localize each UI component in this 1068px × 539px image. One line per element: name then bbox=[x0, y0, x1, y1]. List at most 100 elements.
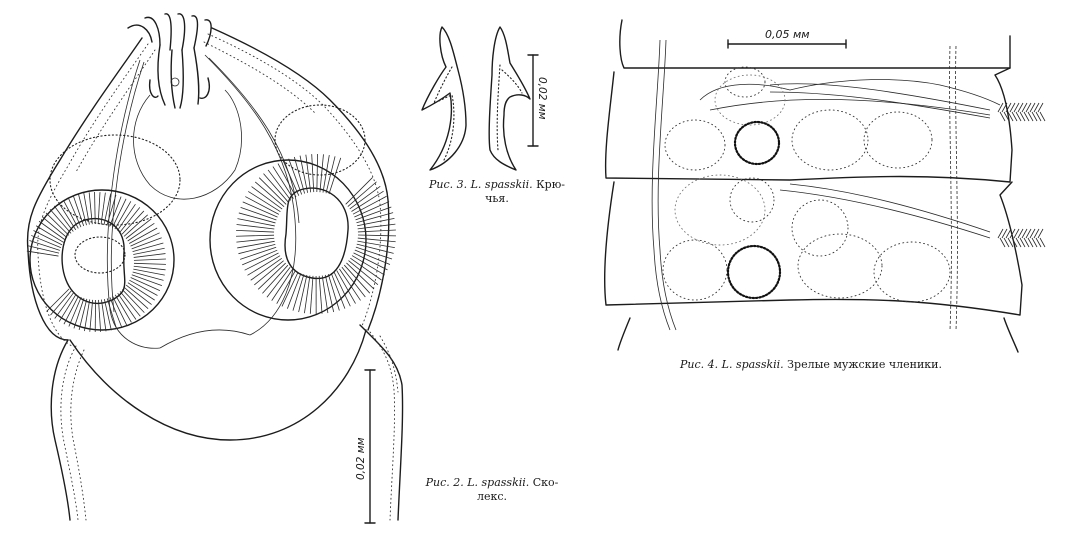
caption-fig4-prefix: Рис. 4. bbox=[680, 358, 719, 371]
sucker-striation bbox=[84, 299, 91, 332]
sucker-striation bbox=[83, 193, 90, 225]
sucker-striation bbox=[236, 224, 275, 230]
cirrus-spine bbox=[1035, 111, 1042, 122]
sucker-striation bbox=[106, 194, 117, 226]
sucker-striation bbox=[299, 155, 309, 193]
sucker-striation bbox=[298, 274, 308, 313]
sucker-striation bbox=[101, 299, 107, 332]
cirrus-spine bbox=[1021, 228, 1028, 239]
caption-fig2-text1: Ско- bbox=[532, 476, 559, 489]
sucker-striation bbox=[236, 229, 275, 233]
sucker-striation bbox=[78, 298, 88, 331]
sucker-striation bbox=[355, 206, 392, 221]
sucker-striation bbox=[119, 291, 141, 317]
sucker-striation bbox=[346, 262, 375, 290]
sucker-striation bbox=[98, 299, 102, 332]
sucker-striation bbox=[266, 266, 291, 298]
cirrus-spine bbox=[1009, 228, 1016, 239]
sucker-striation bbox=[237, 218, 275, 227]
sucker-striation bbox=[282, 160, 300, 196]
sucker-striation bbox=[38, 220, 66, 241]
sucker-striation bbox=[103, 298, 112, 331]
sucker-striation bbox=[236, 237, 275, 243]
figure-3-hooks: 0,02 мм bbox=[410, 15, 570, 175]
sucker-striation bbox=[123, 214, 148, 237]
sucker-striation bbox=[49, 208, 72, 234]
cirrus-spine bbox=[1023, 237, 1030, 248]
sucker-striation bbox=[112, 295, 127, 326]
sucker-striation bbox=[127, 282, 155, 301]
sucker-striation bbox=[293, 156, 306, 194]
sucker-striation bbox=[100, 192, 106, 225]
caption-fig2-text2: лекс. bbox=[476, 490, 508, 503]
cirrus-spine bbox=[1015, 237, 1022, 248]
sucker-striation bbox=[339, 268, 361, 301]
sucker-striation bbox=[78, 194, 87, 226]
sucker-striation bbox=[103, 193, 112, 225]
sucker-striation bbox=[133, 268, 165, 276]
sucker-striation bbox=[50, 290, 72, 316]
sucker-striation bbox=[129, 227, 158, 244]
sucker-striation bbox=[276, 270, 296, 304]
sucker-striation bbox=[133, 262, 166, 265]
cirrus-spine bbox=[1037, 228, 1044, 239]
cirrus-spine bbox=[1009, 102, 1016, 113]
cirrus-spine bbox=[1029, 228, 1036, 239]
hook-right bbox=[488, 26, 531, 171]
sucker-striation bbox=[133, 265, 166, 271]
figure-2-scolex: 0,02 мм bbox=[0, 0, 410, 539]
scale-label-fig2: 0,02 мм bbox=[355, 437, 367, 480]
sucker-striation bbox=[132, 271, 164, 281]
sucker-striation bbox=[328, 157, 342, 195]
cirrus-spine bbox=[1005, 228, 1012, 239]
cirrus-spine bbox=[1039, 237, 1046, 248]
caption-fig3: Рис. 3. L. spasskii. Крю- чья. bbox=[412, 178, 582, 206]
sucker-striation bbox=[288, 158, 303, 195]
sucker-striation bbox=[53, 205, 74, 232]
sucker-striation bbox=[324, 274, 335, 313]
cirrus-spine bbox=[1029, 102, 1036, 113]
sucker-striation bbox=[245, 196, 280, 215]
cirrus-spine bbox=[1019, 237, 1026, 248]
cirrus-spine bbox=[1031, 111, 1038, 122]
scale-bar-fig4: 0,05 мм bbox=[727, 28, 847, 49]
sucker-striation bbox=[109, 196, 122, 227]
sucker-striation bbox=[356, 212, 394, 224]
cirrus-1 bbox=[997, 102, 1046, 122]
cirrus-spine bbox=[1015, 111, 1022, 122]
sucker-striation bbox=[237, 240, 275, 249]
sucker-striation bbox=[94, 192, 96, 225]
sucker-striation bbox=[42, 216, 68, 238]
segment-2-organs bbox=[662, 174, 1046, 303]
cirrus-spine bbox=[1011, 111, 1018, 122]
sucker-striation bbox=[63, 295, 79, 325]
sucker-striation bbox=[254, 260, 284, 286]
sucker-striation bbox=[267, 169, 292, 201]
sucker-striation bbox=[353, 252, 388, 271]
sucker-striation bbox=[258, 177, 287, 205]
caption-fig4-text1: Зрелые мужские членики. bbox=[787, 358, 942, 371]
sucker-striation bbox=[132, 242, 164, 253]
sucker-striation bbox=[117, 203, 136, 231]
cirrus-spine bbox=[1033, 102, 1040, 113]
sucker-striation bbox=[250, 257, 282, 281]
sucker-striation bbox=[281, 271, 299, 307]
sucker-striation bbox=[125, 284, 152, 305]
sucker-striation bbox=[352, 195, 387, 215]
cirrus-spine bbox=[1033, 228, 1040, 239]
sucker-striation bbox=[29, 240, 60, 251]
sucker-striation bbox=[330, 273, 346, 309]
sucker-striation bbox=[111, 198, 127, 228]
cirrus-spine bbox=[1035, 237, 1042, 248]
sucker-striation bbox=[305, 154, 312, 193]
sucker-striation bbox=[239, 246, 277, 260]
cirrus-spine bbox=[1013, 228, 1020, 239]
sucker-striation bbox=[327, 274, 340, 311]
cirrus-spine bbox=[1007, 237, 1014, 248]
sucker-striation bbox=[347, 181, 377, 207]
caption-fig3-species: L. spasskii. bbox=[470, 178, 533, 191]
sucker-striation bbox=[67, 197, 82, 228]
sucker-striation bbox=[106, 298, 117, 330]
sucker-striation bbox=[130, 277, 161, 291]
sucker-striation bbox=[318, 275, 323, 314]
